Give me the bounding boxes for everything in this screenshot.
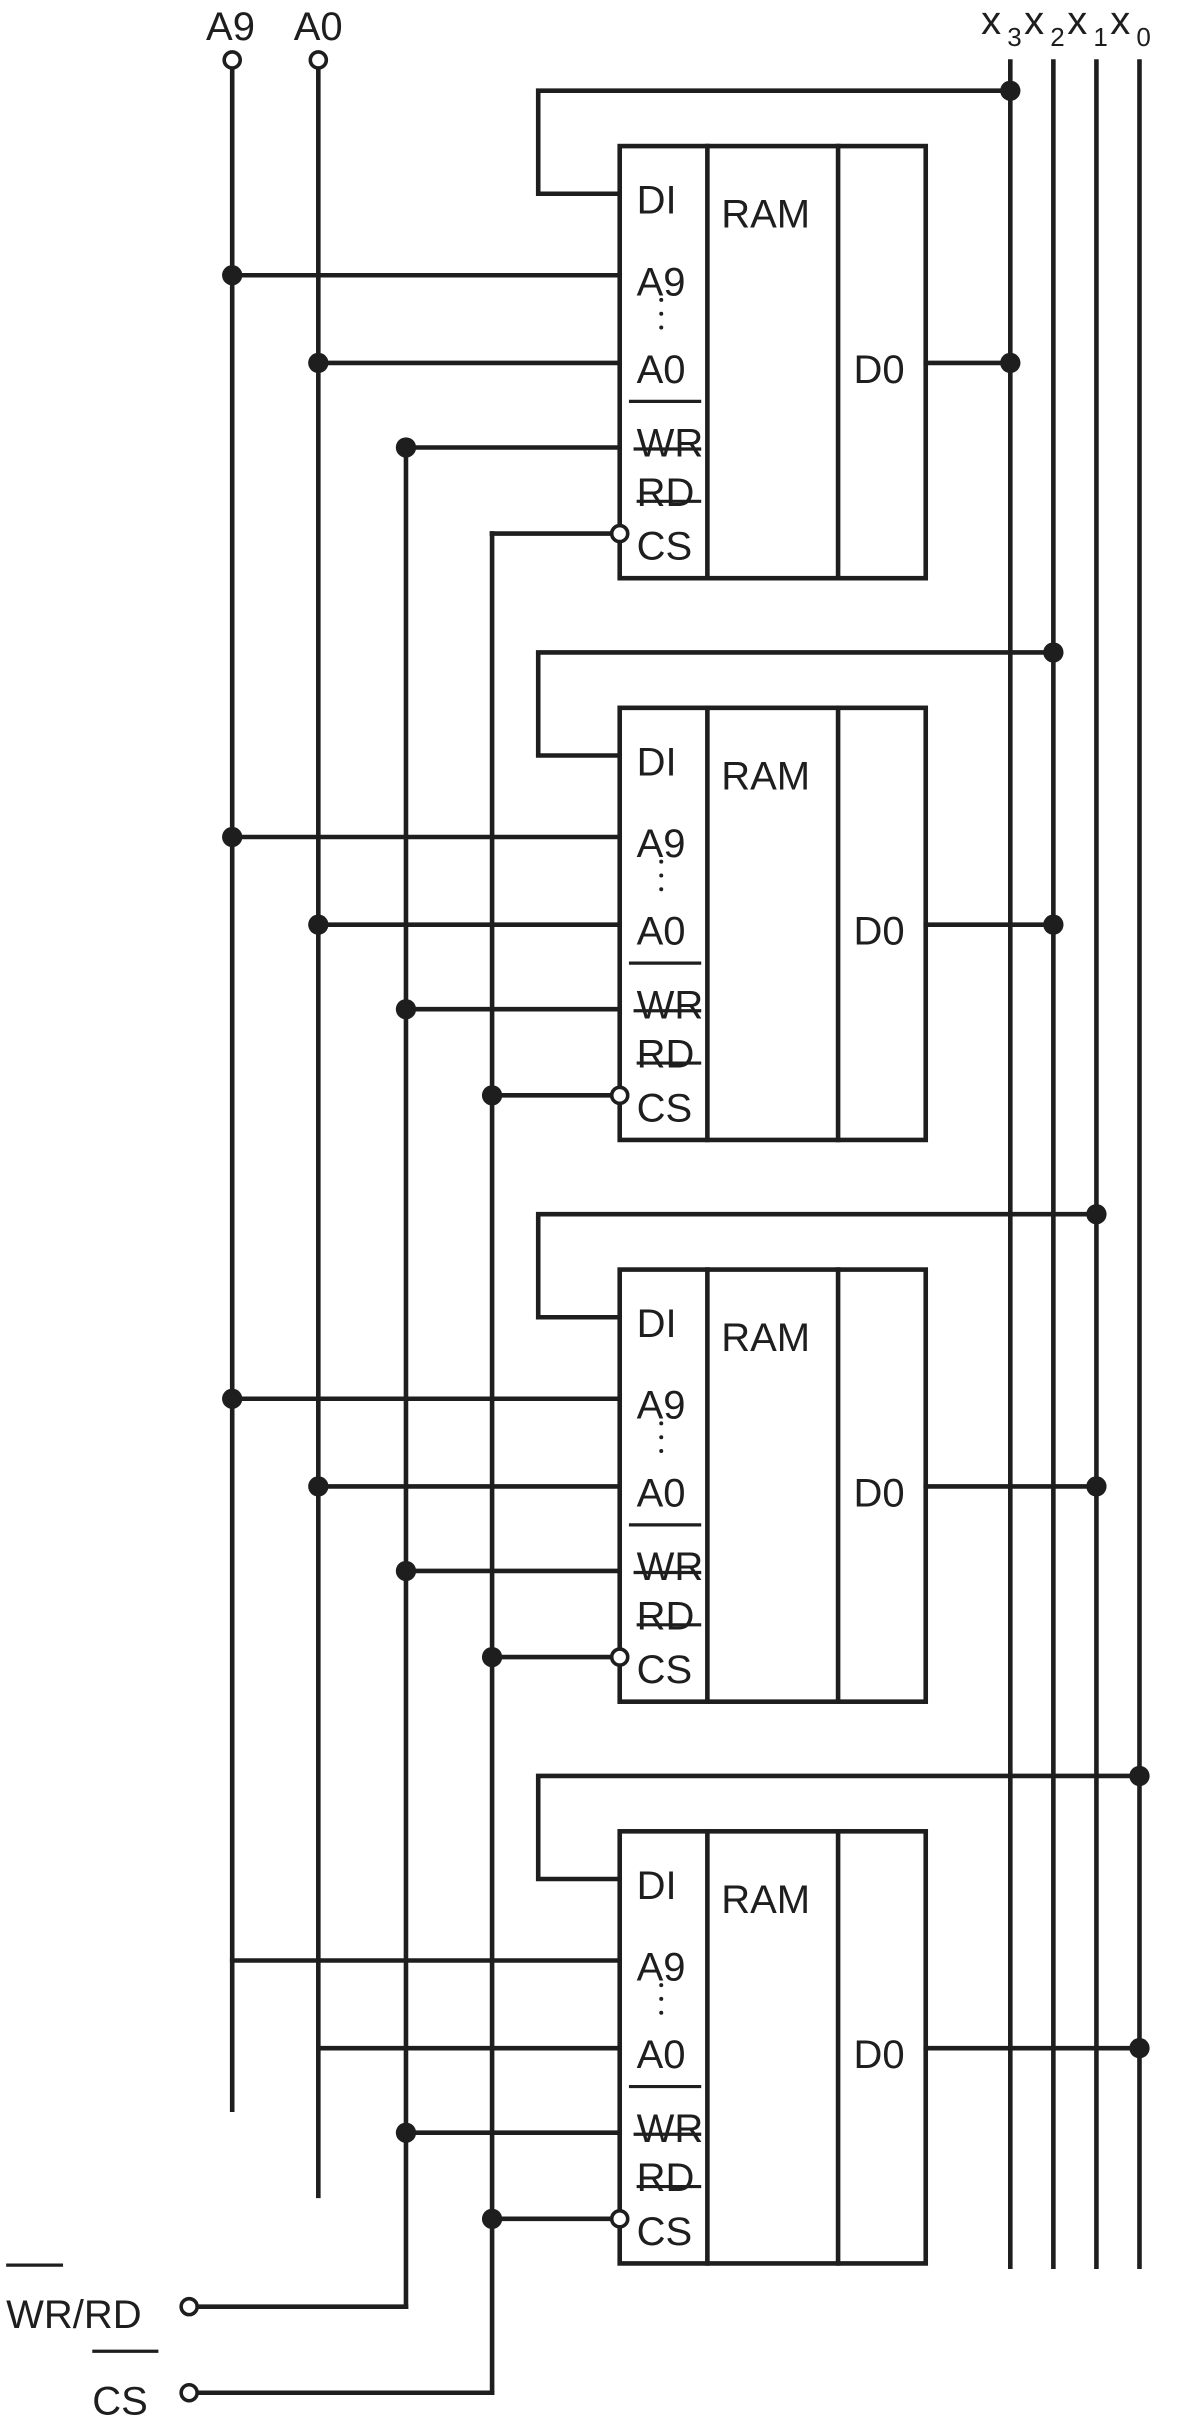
output-label-index-0: 0 <box>1136 22 1150 52</box>
data-in-wire-2 <box>535 650 1056 758</box>
wr-rd-junction-2 <box>395 999 417 1020</box>
cs-inversion-bubble-3 <box>609 1647 630 1667</box>
pin-cs-label: CS <box>637 525 693 569</box>
address-ellipsis-dot <box>659 1449 664 1454</box>
pin-wr-label: WR <box>637 2107 704 2151</box>
address-ellipsis-dot <box>659 1983 664 1988</box>
wr-rd-input-terminal <box>179 2296 199 2317</box>
wr-rd-junction-4 <box>395 2122 417 2143</box>
address-ellipsis-dot <box>659 1996 664 2001</box>
pin-rd-label: RD <box>637 2156 695 2200</box>
ram-title: RAM <box>721 754 810 798</box>
pin-rd-label: RD <box>637 1594 695 1638</box>
pin-do-label: D0 <box>853 2033 904 2077</box>
wr-rd-junction-3 <box>395 1560 417 1582</box>
cs-junction-2 <box>481 1085 503 1106</box>
cs-inversion-bubble-2 <box>609 1085 630 1106</box>
wr-rd-junction-1 <box>395 437 417 458</box>
pin-wr-label: WR <box>637 422 704 466</box>
data-out-junction-1 <box>1000 352 1021 374</box>
address-ellipsis-dot <box>659 311 664 316</box>
pin-a0-label: A0 <box>637 910 686 954</box>
data-out-junction-3 <box>1086 1476 1107 1497</box>
pin-cs-label: CS <box>637 1086 693 1130</box>
ram-title: RAM <box>721 1878 810 1922</box>
output-label-index-2: 2 <box>1050 22 1064 52</box>
pin-a9-label: A9 <box>637 260 686 304</box>
a0-junction-2 <box>308 914 329 935</box>
pin-a9-label: A9 <box>637 1945 686 1989</box>
pin-di-label: DI <box>637 1302 677 1346</box>
data-in-junction-3 <box>1086 1204 1107 1225</box>
cs-inversion-bubble-1 <box>609 523 630 544</box>
a0-junction-3 <box>308 1476 329 1497</box>
cs-input-terminal <box>179 2382 199 2403</box>
address-ellipsis-dot <box>659 873 664 878</box>
a9-junction-3 <box>222 1388 243 1409</box>
output-label-x0: x <box>1110 0 1130 43</box>
a0-input-label: A0 <box>294 5 343 49</box>
cs-junction-4 <box>481 2208 503 2229</box>
data-in-wire-1 <box>535 88 1013 197</box>
data-in-junction-2 <box>1043 642 1064 663</box>
pin-a0-label: A0 <box>637 1471 686 1515</box>
cs-junction-3 <box>481 1646 503 1668</box>
data-in-junction-4 <box>1129 1765 1150 1787</box>
pin-cs-label: CS <box>637 1648 693 1692</box>
data-out-junction-2 <box>1043 914 1064 935</box>
address-ellipsis-dot <box>659 887 664 892</box>
cs-input-label: CS <box>92 2379 148 2415</box>
pin-a9-label: A9 <box>637 822 686 866</box>
pin-a0-label: A0 <box>637 2033 686 2077</box>
data-in-wire-3 <box>535 1211 1099 1320</box>
a9-junction-2 <box>222 826 243 848</box>
pin-di-label: DI <box>637 1864 677 1908</box>
wr-rd-input-label: WR/RD <box>6 2293 142 2337</box>
pin-wr-label: WR <box>637 1545 704 1589</box>
ram-chip-body <box>617 1267 929 1704</box>
a0-junction-1 <box>308 352 329 374</box>
pin-do-label: D0 <box>853 910 904 954</box>
a9-input-terminal <box>222 50 242 70</box>
a9-input-label: A9 <box>206 5 255 49</box>
address-ellipsis-dot <box>659 297 664 302</box>
data-in-junction-1 <box>1000 80 1021 101</box>
data-out-junction-4 <box>1129 2037 1150 2059</box>
address-ellipsis-dot <box>659 1435 664 1440</box>
output-label-x1: x <box>1067 0 1087 43</box>
pin-rd-label: RD <box>637 471 695 515</box>
address-ellipsis-dot <box>659 859 664 864</box>
pin-do-label: D0 <box>853 1471 904 1515</box>
data-in-wire-4 <box>535 1773 1142 1882</box>
pin-a0-label: A0 <box>637 348 686 392</box>
address-ellipsis-dot <box>659 1421 664 1426</box>
ram-title: RAM <box>721 193 810 237</box>
address-ellipsis-dot <box>659 325 664 330</box>
output-label-x2: x <box>1024 0 1044 43</box>
address-ellipsis-dot <box>659 2010 664 2015</box>
a9-junction-1 <box>222 265 243 286</box>
ram-chip-body <box>617 1829 929 2266</box>
pin-rd-label: RD <box>637 1033 695 1077</box>
cs-inversion-bubble-4 <box>609 2209 630 2229</box>
ram-title: RAM <box>721 1316 810 1360</box>
pin-do-label: D0 <box>853 348 904 392</box>
pin-wr-label: WR <box>637 983 704 1027</box>
output-label-x3: x <box>981 0 1001 43</box>
pin-di-label: DI <box>637 740 677 784</box>
pin-di-label: DI <box>637 179 677 223</box>
output-label-index-3: 3 <box>1007 22 1021 52</box>
ram-chip-body <box>617 143 929 581</box>
a0-input-terminal <box>308 50 329 70</box>
pin-a9-label: A9 <box>637 1384 686 1428</box>
pin-cs-label: CS <box>637 2210 693 2254</box>
output-label-index-1: 1 <box>1093 22 1107 52</box>
